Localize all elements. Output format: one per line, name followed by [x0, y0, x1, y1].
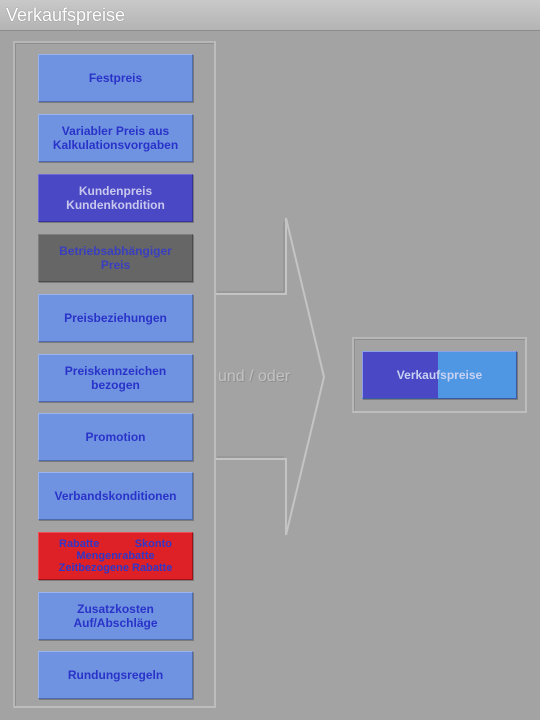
result-panel: [352, 337, 527, 413]
verkaufspreise-button[interactable]: Verkaufspreise: [362, 351, 517, 399]
title-bar: Verkaufspreise: [0, 0, 540, 31]
verbandskonditionen-button[interactable]: Verbandskonditionen: [38, 472, 193, 520]
label-line: Kalkulationsvorgaben: [52, 138, 179, 152]
promotion-label: Promotion: [86, 430, 146, 444]
label-line: Rundungsregeln: [67, 668, 164, 682]
label-line: Betriebsabhängiger: [59, 244, 172, 258]
festpreis-label: Festpreis: [89, 71, 142, 85]
label-line: Preis: [100, 258, 131, 272]
label-line: Zeitbezogene Rabatte: [58, 562, 173, 574]
verkaufspreise-button-label: Verkaufspreise: [396, 368, 483, 382]
label-line: Auf/Abschläge: [73, 616, 158, 630]
rundungsregeln-button[interactable]: Rundungsregeln: [38, 651, 193, 699]
festpreis-button[interactable]: Festpreis: [38, 54, 193, 102]
preisbeziehungen-label: Preisbeziehungen: [64, 311, 167, 325]
preisbeziehungen-button[interactable]: Preisbeziehungen: [38, 294, 193, 342]
price-options-panel: [13, 41, 216, 708]
rundungsregeln-label: Rundungsregeln: [68, 668, 163, 682]
label-line: Festpreis: [88, 71, 143, 85]
label-line: Preisbeziehungen: [64, 311, 167, 325]
window-title: Verkaufspreise: [6, 5, 126, 25]
label-line: Preiskennzeichen: [64, 364, 167, 378]
label-line: Skonto: [134, 538, 172, 550]
label-line: Mengenrabatte: [76, 550, 155, 562]
verbandskonditionen-label: Verbandskonditionen: [54, 489, 176, 503]
label-line: Verbandskonditionen: [54, 489, 177, 503]
label-line: Variabler Preis aus: [61, 124, 170, 138]
label-line: Rabatte: [59, 538, 100, 550]
label-line: Kundenkondition: [66, 198, 165, 212]
label-line: Kundenpreis: [78, 184, 153, 198]
label-line: bezogen: [91, 378, 140, 392]
label-line: Zusatzkosten: [77, 602, 154, 616]
label-line: Promotion: [85, 430, 146, 444]
promotion-button[interactable]: Promotion: [38, 413, 193, 461]
and-or-label: und / oder: [218, 368, 291, 385]
